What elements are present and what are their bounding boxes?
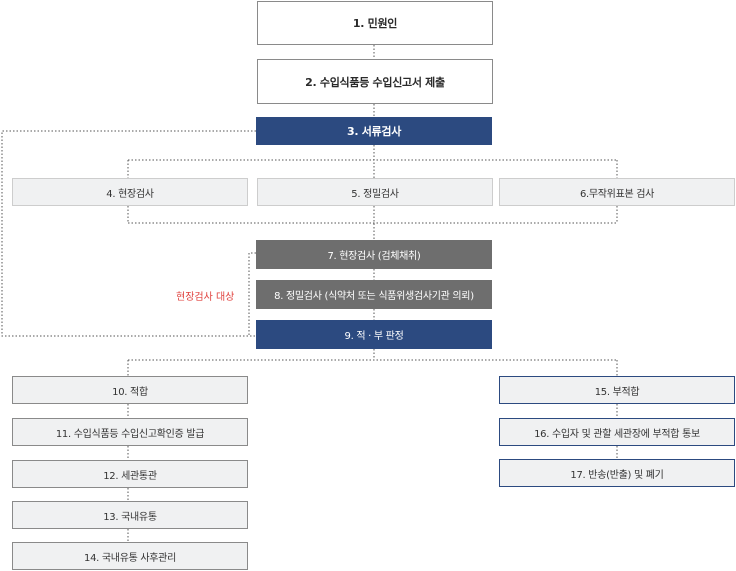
step-9-judgement: 9. 적 · 부 판정: [256, 320, 492, 349]
step-10-pass: 10. 적합: [12, 376, 248, 404]
step-8-lab-inspection: 8. 정밀검사 (식약처 또는 식품위생검사기관 의뢰): [256, 280, 492, 309]
step-13-domestic-distribution: 13. 국내유통: [12, 501, 248, 529]
step-7-sample-collection: 7. 현장검사 (검체채취): [256, 240, 492, 269]
field-inspection-target-note: 현장검사 대상: [176, 292, 235, 303]
step-11-certificate-issuance: 11. 수입식품등 수입신고확인증 발급: [12, 418, 248, 446]
step-16-fail-notification: 16. 수입자 및 관할 세관장에 부적합 통보: [499, 418, 735, 446]
step-5-precise-inspection: 5. 정밀검사: [257, 178, 493, 206]
step-2-import-declaration: 2. 수입식품등 수입신고서 제출: [257, 59, 493, 104]
step-1-applicant: 1. 민원인: [257, 1, 493, 45]
step-3-document-inspection: 3. 서류검사: [256, 117, 492, 145]
step-17-return-disposal: 17. 반송(반출) 및 폐기: [499, 459, 735, 487]
step-14-post-management: 14. 국내유통 사후관리: [12, 542, 248, 570]
step-6-random-sample-inspection: 6.무작위표본 검사: [499, 178, 735, 206]
step-15-fail: 15. 부적합: [499, 376, 735, 404]
step-12-customs-clearance: 12. 세관통관: [12, 460, 248, 488]
step-4-field-inspection: 4. 현장검사: [12, 178, 248, 206]
